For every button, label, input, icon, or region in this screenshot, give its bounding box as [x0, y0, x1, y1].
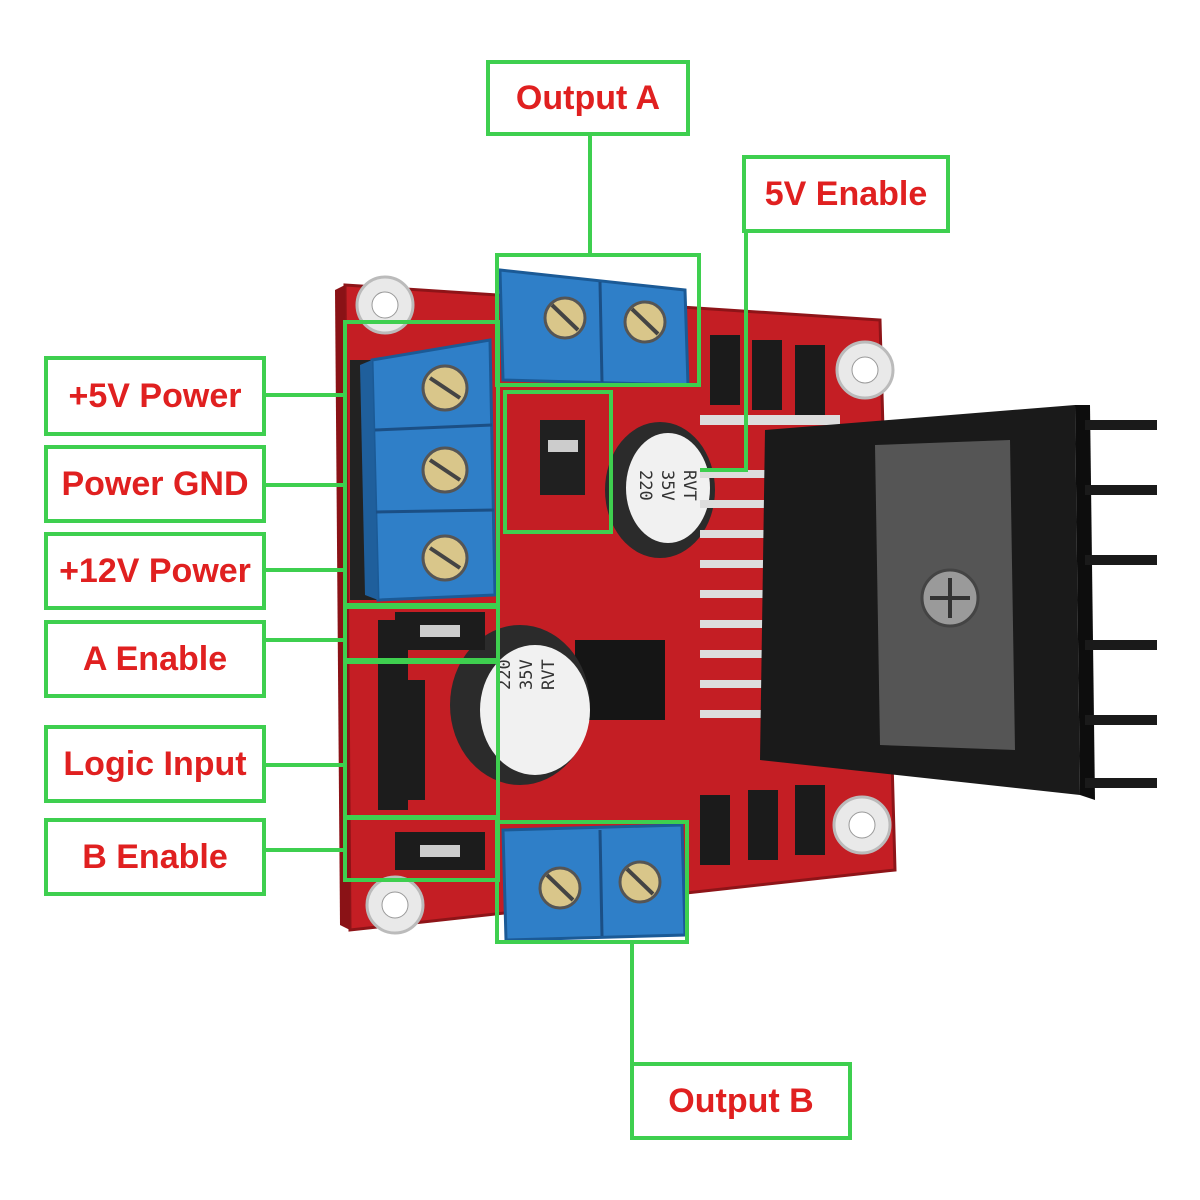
label-output-a: Output A	[486, 60, 690, 136]
label-12v-power: +12V Power	[44, 532, 266, 610]
enable-and-logic-pins	[385, 612, 485, 870]
connector-lines	[263, 134, 748, 1065]
power-terminal-block	[360, 338, 497, 602]
capacitor-top-label: 220	[635, 470, 655, 501]
output-b-terminal	[501, 823, 687, 942]
capacitor-top-brand: RVT	[679, 470, 699, 501]
output-a-terminal	[498, 268, 690, 387]
jumper-5v-enable	[540, 420, 585, 495]
capacitor-bottom: 220 35V RVT	[450, 625, 590, 785]
label-a-enable: A Enable	[44, 620, 266, 698]
capacitor-bottom-brand: RVT	[539, 659, 559, 690]
label-output-b: Output B	[630, 1062, 852, 1140]
regulator-chip	[575, 640, 665, 720]
chip-legs	[700, 470, 790, 718]
capacitor-top-voltage: 35V	[657, 470, 677, 501]
label-5v-power: +5V Power	[44, 356, 266, 436]
bottom-diode-row	[700, 785, 825, 865]
capacitor-bottom-voltage: 35V	[517, 659, 537, 690]
heatsink	[760, 405, 1157, 800]
label-5v-enable: 5V Enable	[742, 155, 950, 233]
label-logic-input: Logic Input	[44, 725, 266, 803]
capacitor-top: 220 35V RVT	[605, 422, 715, 558]
top-jumper-row	[700, 335, 840, 425]
label-power-gnd: Power GND	[44, 445, 266, 523]
label-b-enable: B Enable	[44, 818, 266, 896]
callout-frames	[343, 253, 701, 944]
mounting-holes	[355, 275, 895, 935]
